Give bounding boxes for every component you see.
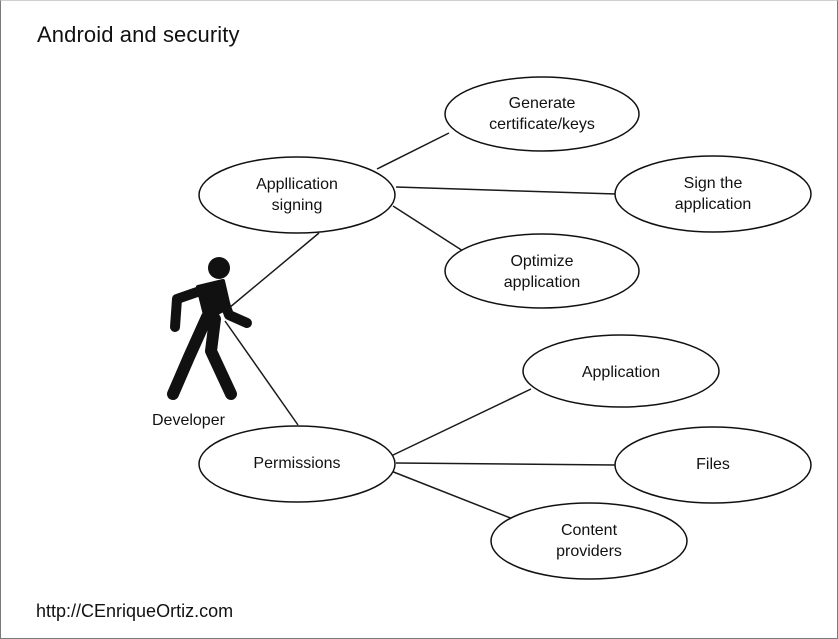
usecase-sign-application: Sign the application xyxy=(615,173,811,215)
walking-person-icon xyxy=(167,257,252,400)
usecase-label-line: application xyxy=(503,274,581,291)
usecase-files-oval xyxy=(614,426,812,504)
usecase-label-line: Sign the xyxy=(683,175,743,192)
usecase-label-line: application xyxy=(674,196,752,213)
source-url: http://CEnriqueOrtiz.com xyxy=(36,601,234,621)
usecase-optimize-application: Optimize application xyxy=(445,251,639,293)
usecase-label-line: Generate xyxy=(508,95,576,112)
usecase-label-line: Appllication xyxy=(256,176,338,193)
usecase-label-line: Content xyxy=(560,522,618,539)
edge-actor-permissions xyxy=(224,320,299,426)
edge-permissions-application xyxy=(390,388,532,457)
edge-permissions-files xyxy=(395,462,616,466)
usecase-application-signing-oval xyxy=(198,156,396,234)
usecase-sign-application-oval xyxy=(614,155,812,233)
usecase-generate-certificate: Generate certificate/keys xyxy=(445,93,639,135)
usecase-label-line: Files xyxy=(696,456,730,473)
usecase-files: Files xyxy=(615,454,811,475)
usecase-label-line: signing xyxy=(271,197,323,214)
usecase-label-line: Optimize xyxy=(510,253,574,270)
usecase-generate-certificate-oval xyxy=(444,76,640,152)
usecase-permissions-oval xyxy=(198,425,396,503)
edge-signing-generate xyxy=(376,132,450,170)
edge-signing-sign xyxy=(395,186,617,195)
usecase-optimize-application-oval xyxy=(444,233,640,309)
usecase-application: Application xyxy=(523,362,719,383)
usecase-application-signing: Appllication signing xyxy=(199,174,395,216)
usecase-label-line: Application xyxy=(581,364,661,381)
edge-actor-signing xyxy=(228,232,320,309)
usecase-label-line: providers xyxy=(556,543,622,560)
diagram-title: Android and security xyxy=(37,22,240,47)
usecase-application-oval xyxy=(522,334,720,408)
edge-permissions-content xyxy=(390,470,514,520)
usecase-label-line: certificate/keys xyxy=(489,116,595,133)
edge-signing-optimize xyxy=(392,205,464,252)
actor-label: Developer xyxy=(152,412,225,429)
usecase-label-line: Permissions xyxy=(253,455,341,472)
usecase-content-providers-oval xyxy=(490,502,688,580)
usecase-content-providers: Content providers xyxy=(491,520,687,562)
usecase-permissions: Permissions xyxy=(199,453,395,474)
